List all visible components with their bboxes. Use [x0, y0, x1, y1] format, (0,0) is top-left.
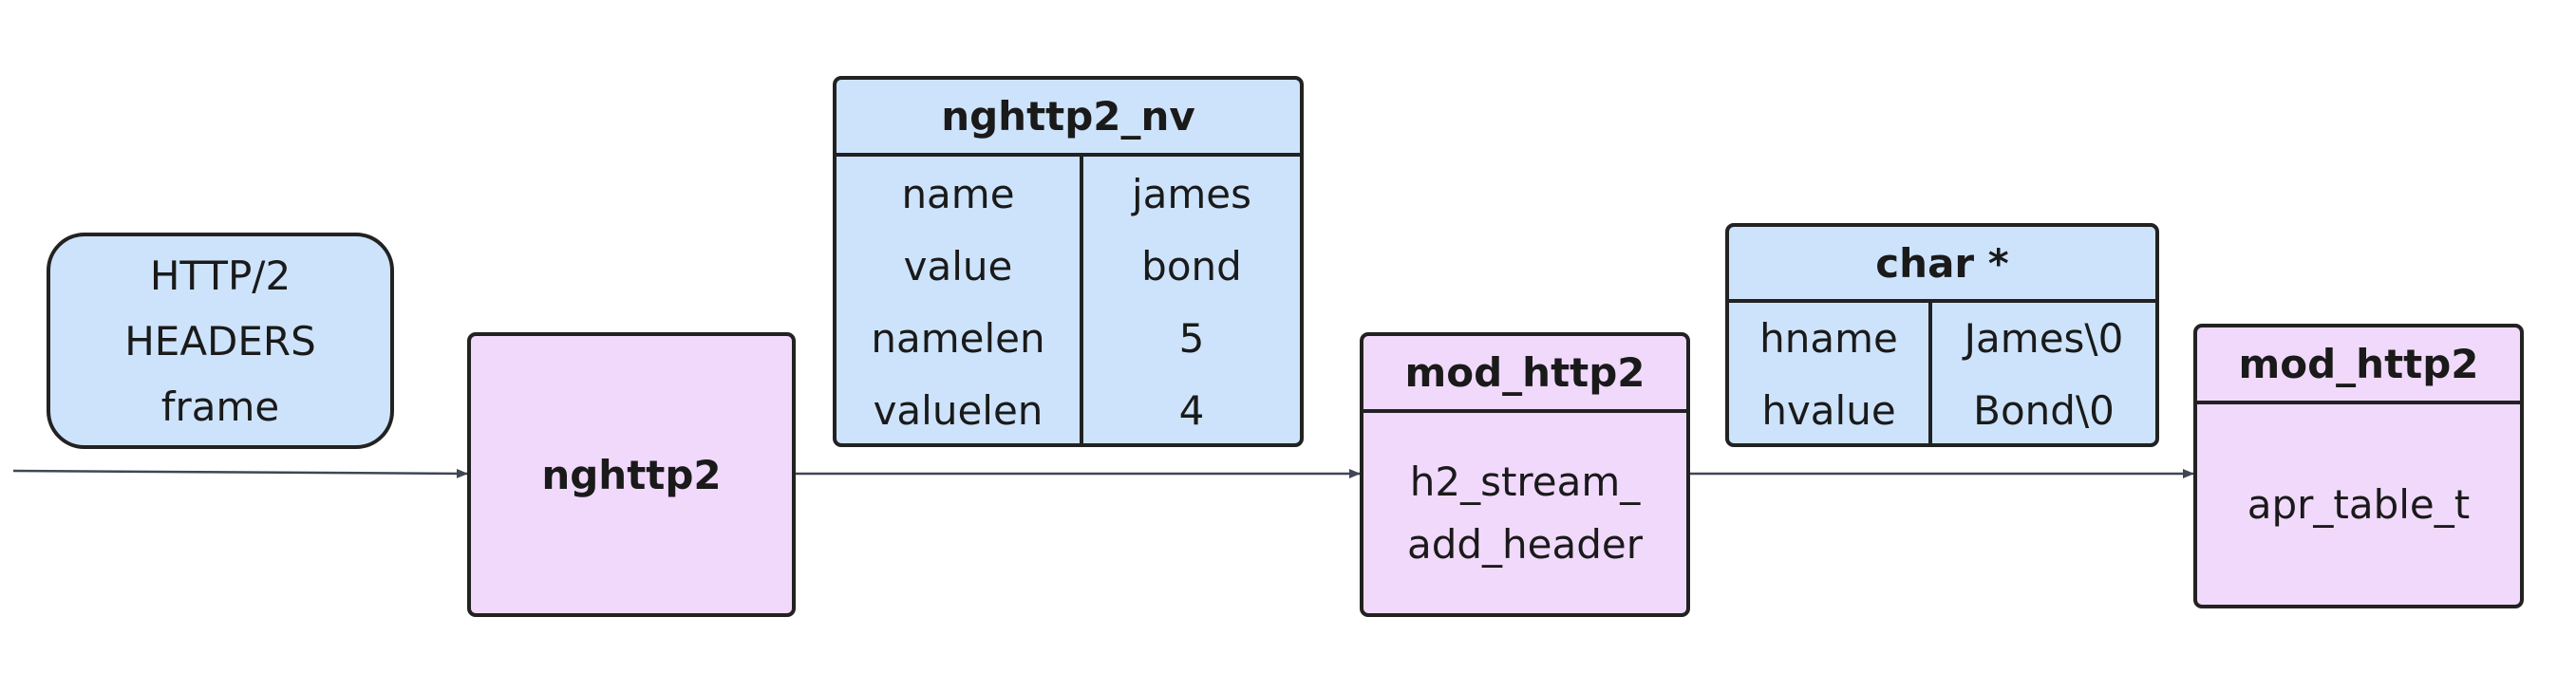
field-name: name: [901, 171, 1015, 217]
char-pointer-fields: hname James\0 hvalue Bond\0: [1729, 303, 2155, 443]
nghttp2-nv-fields: name james value bond namelen 5 valuelen…: [837, 157, 1300, 443]
h2-stream-module-title: mod_http2: [1363, 336, 1686, 413]
type-label: apr_table_t: [2247, 480, 2471, 528]
http2-headers-frame-node: HTTP/2 HEADERS frame: [47, 233, 394, 449]
apr-table-node: mod_http2 apr_table_t: [2193, 324, 2524, 608]
nghttp2-node: nghttp2: [467, 332, 796, 617]
field-name: hvalue: [1761, 387, 1896, 434]
apr-table-type: apr_table_t: [2197, 404, 2520, 605]
frame-line-2: HEADERS: [124, 317, 316, 365]
apr-table-module-title: mod_http2: [2197, 327, 2520, 404]
h2-stream-add-header-node: mod_http2 h2_stream_ add_header: [1360, 332, 1690, 617]
nghttp2-label: nghttp2: [541, 451, 722, 498]
function-line-1: h2_stream_: [1409, 458, 1641, 505]
field-name: namelen: [871, 315, 1045, 362]
function-line-2: add_header: [1406, 520, 1644, 568]
char-pointer-struct: char * hname James\0 hvalue Bond\0: [1725, 223, 2159, 447]
field-value: 4: [1178, 387, 1205, 434]
char-pointer-title: char *: [1729, 227, 2155, 303]
frame-line-3: frame: [160, 383, 280, 430]
frame-line-1: HTTP/2: [149, 252, 291, 299]
table-row: namelen 5: [837, 303, 1300, 375]
field-name: valuelen: [873, 387, 1044, 434]
h2-stream-function: h2_stream_ add_header: [1363, 413, 1686, 613]
column-divider: [1080, 157, 1083, 443]
table-row: value bond: [837, 231, 1300, 303]
table-row: hname James\0: [1729, 303, 2155, 375]
field-value: james: [1131, 171, 1252, 217]
table-row: valuelen 4: [837, 375, 1300, 443]
table-row: hvalue Bond\0: [1729, 375, 2155, 443]
field-value: James\0: [1964, 315, 2124, 362]
arrow-input-to-nghttp2: [12, 468, 468, 478]
nghttp2-nv-struct: nghttp2_nv name james value bond namelen…: [833, 76, 1304, 447]
field-name: value: [903, 243, 1013, 290]
table-row: name james: [837, 159, 1300, 231]
field-value: Bond\0: [1973, 387, 2115, 434]
field-value: bond: [1141, 243, 1242, 290]
column-divider: [1928, 303, 1932, 443]
field-name: hname: [1759, 315, 1898, 362]
nghttp2-nv-title: nghttp2_nv: [837, 80, 1300, 157]
field-value: 5: [1178, 315, 1205, 362]
